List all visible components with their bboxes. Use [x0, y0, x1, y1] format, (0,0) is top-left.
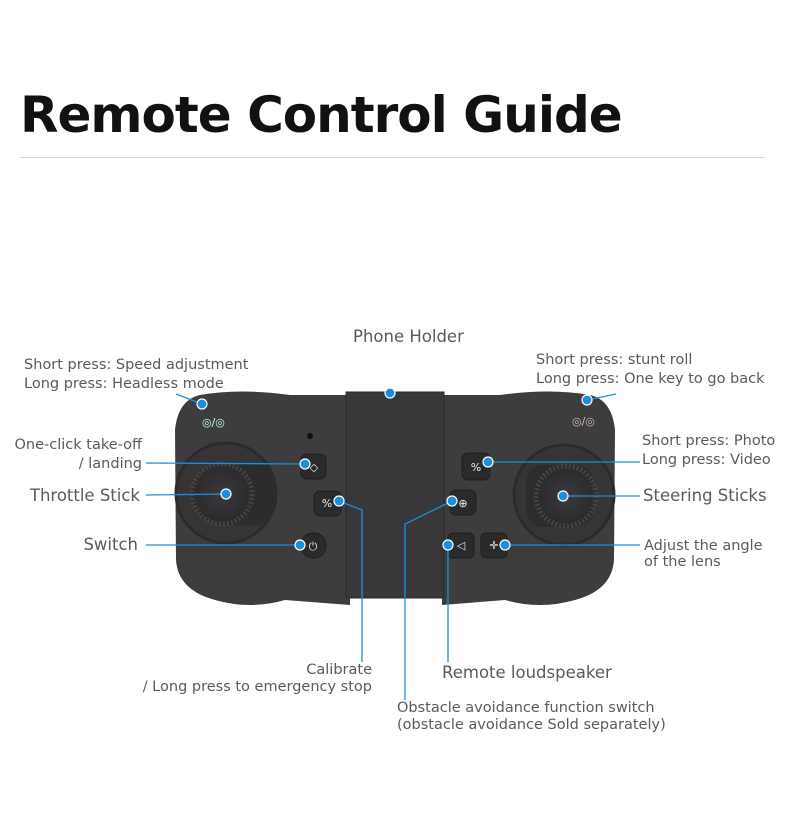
label-line: Long press: One key to go back — [536, 371, 765, 387]
callout-dot — [333, 495, 345, 507]
label-phone-holder: Phone Holder — [353, 327, 464, 346]
label-line: / landing — [78, 456, 142, 472]
label-line: Short press: Photo — [642, 433, 776, 449]
label-stunt-roll: Short press: stunt roll Long press: One … — [536, 351, 765, 389]
label-line: Calibrate — [306, 662, 372, 678]
label-line: One-click take-off — [14, 437, 143, 453]
callout-dot — [557, 490, 569, 502]
callout-dot — [220, 488, 232, 500]
label-line: Long press: Video — [642, 452, 771, 468]
calibrate-icon: % — [322, 497, 332, 510]
speed-headless-icon: ◎/◎ — [202, 416, 225, 429]
takeoff-icon: ◇ — [310, 461, 319, 474]
obstacle-icon: ⊕ — [458, 497, 467, 510]
power-icon: ⏻ — [309, 540, 318, 553]
label-line: Short press: stunt roll — [536, 352, 693, 368]
callout-dot — [299, 458, 311, 470]
label-line: Obstacle avoidance function switch — [397, 700, 655, 716]
label-throttle-stick: Throttle Stick — [29, 486, 140, 505]
page-title: Remote Control Guide — [20, 86, 623, 144]
label-takeoff-landing: One-click take-off / landing — [15, 436, 143, 474]
stunt-return-icon: ◎/◎ — [572, 415, 595, 428]
callout-dot — [442, 539, 454, 551]
label-switch: Switch — [83, 535, 138, 554]
callout-dot — [499, 539, 511, 551]
label-line: (obstacle avoidance Sold separately) — [397, 717, 666, 733]
callout-dot — [446, 495, 458, 507]
label-lens-angle: Adjust the angle of the lens — [644, 538, 763, 570]
label-line: Adjust the angle — [644, 538, 763, 554]
label-line: of the lens — [644, 554, 721, 570]
callout-dot — [384, 387, 396, 399]
callout-dot — [294, 539, 306, 551]
speaker-icon: ◁ — [457, 539, 466, 552]
label-speed-adjustment: Short press: Speed adjustment Long press… — [24, 356, 248, 394]
photo-icon: % — [471, 461, 481, 474]
callout-dot — [196, 398, 208, 410]
label-obstacle-avoidance: Obstacle avoidance function switch (obst… — [397, 700, 666, 734]
label-line: / Long press to emergency stop — [142, 679, 372, 695]
indicator-light — [307, 433, 313, 439]
label-line: Short press: Speed adjustment — [24, 357, 249, 373]
callout-dot — [482, 456, 494, 468]
lens-icon: ✛ — [489, 539, 498, 552]
label-remote-loudspeaker: Remote loudspeaker — [442, 663, 612, 682]
callout-dot — [581, 394, 593, 406]
label-photo-video: Short press: Photo Long press: Video — [642, 432, 775, 470]
label-steering-sticks: Steering Sticks — [643, 486, 767, 505]
divider — [20, 157, 765, 158]
phone-holder — [345, 391, 445, 599]
label-calibrate: Calibrate / Long press to emergency stop — [143, 662, 372, 696]
label-line: Long press: Headless mode — [24, 376, 224, 392]
